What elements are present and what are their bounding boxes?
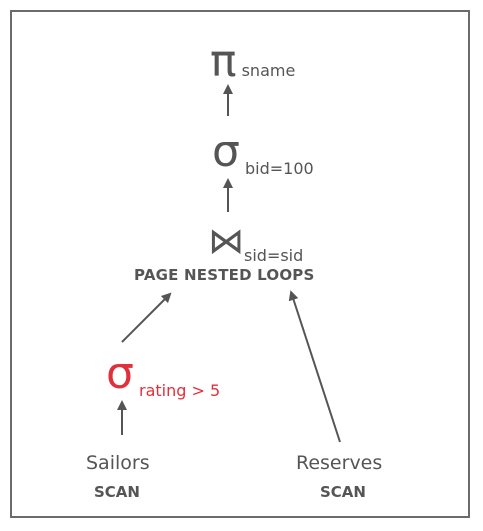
selection-left-symbol: σ xyxy=(106,348,134,399)
arrow-reserves-to-join xyxy=(288,290,341,443)
selection-top-symbol: σ xyxy=(212,126,240,177)
join-method-label: PAGE NESTED LOOPS xyxy=(134,266,315,284)
arrow-selection-left-to-join xyxy=(121,292,172,343)
selection-left-subscript: rating > 5 xyxy=(138,381,221,400)
join-subscript: sid=sid xyxy=(244,246,304,265)
join-symbol: ⋈ xyxy=(208,221,244,262)
join-node: ⋈sid=sid xyxy=(208,220,304,265)
selection-top-subscript: bid=100 xyxy=(244,159,314,178)
projection-symbol: π xyxy=(210,36,237,87)
sailors-access-method: SCAN xyxy=(94,483,140,501)
selection-left-node: σ rating > 5 xyxy=(106,352,220,401)
sailors-relation: Sailors xyxy=(86,452,150,474)
diagram-frame xyxy=(10,10,470,518)
selection-top-node: σ bid=100 xyxy=(212,130,314,179)
reserves-relation: Reserves xyxy=(296,452,383,474)
reserves-access-method: SCAN xyxy=(320,483,366,501)
projection-node: π sname xyxy=(210,40,295,84)
projection-subscript: sname xyxy=(241,61,296,80)
